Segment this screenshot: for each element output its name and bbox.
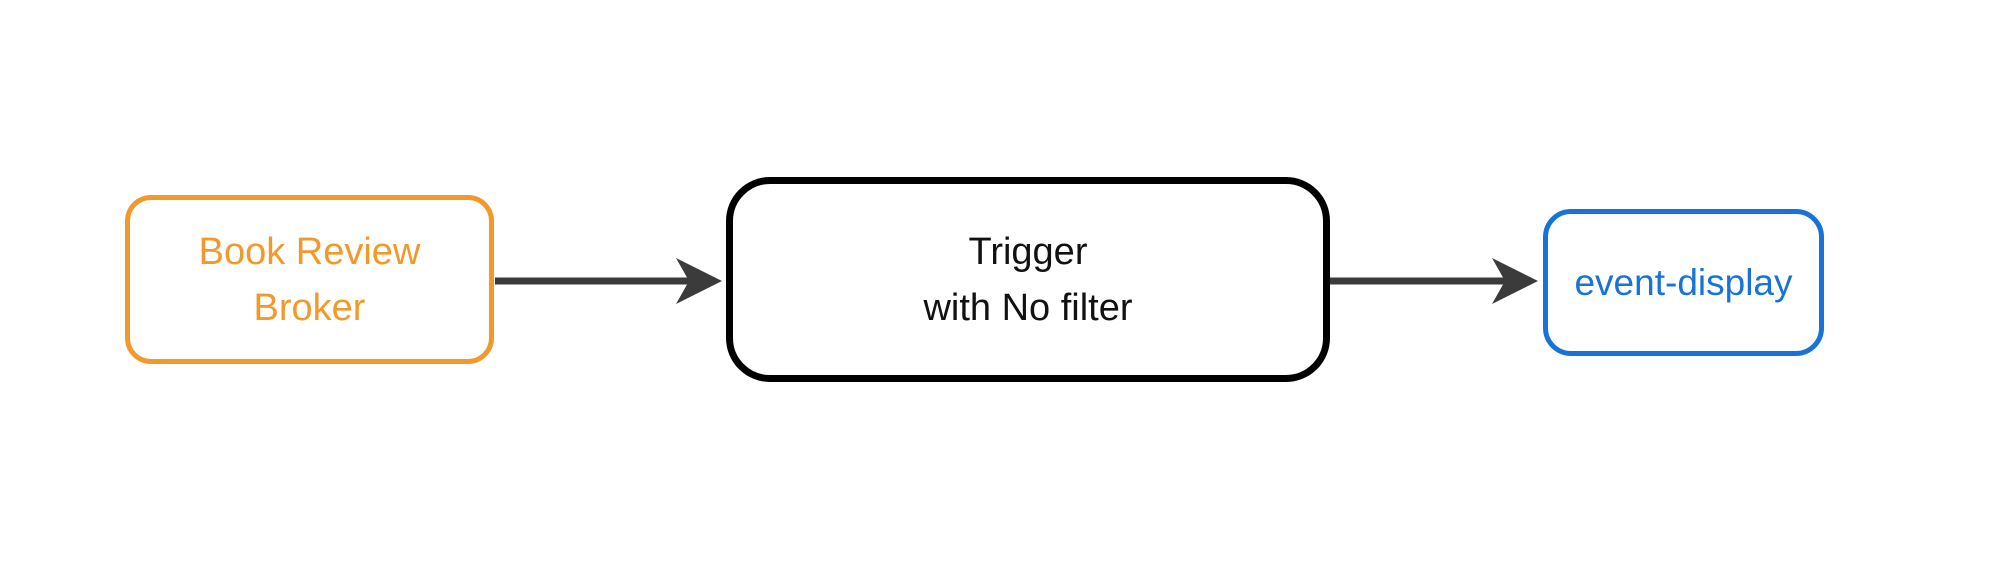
label-line: Trigger <box>968 230 1088 273</box>
node-trigger-label: Trigger with No filter <box>923 224 1132 336</box>
label-line: event-display <box>1574 261 1793 303</box>
node-book-review-broker-label: Book Review Broker <box>199 224 421 336</box>
label-line: with No filter <box>923 286 1133 329</box>
node-event-display-label: event-display <box>1574 261 1792 305</box>
node-trigger-with-no-filter: Trigger with No filter <box>726 177 1330 382</box>
node-event-display: event-display <box>1543 209 1824 356</box>
label-line: Broker <box>253 286 366 329</box>
arrow-trigger-to-event-display <box>1330 258 1538 304</box>
arrow-broker-to-trigger <box>495 258 722 304</box>
label-line: Book Review <box>198 230 421 273</box>
node-book-review-broker: Book Review Broker <box>125 195 494 364</box>
